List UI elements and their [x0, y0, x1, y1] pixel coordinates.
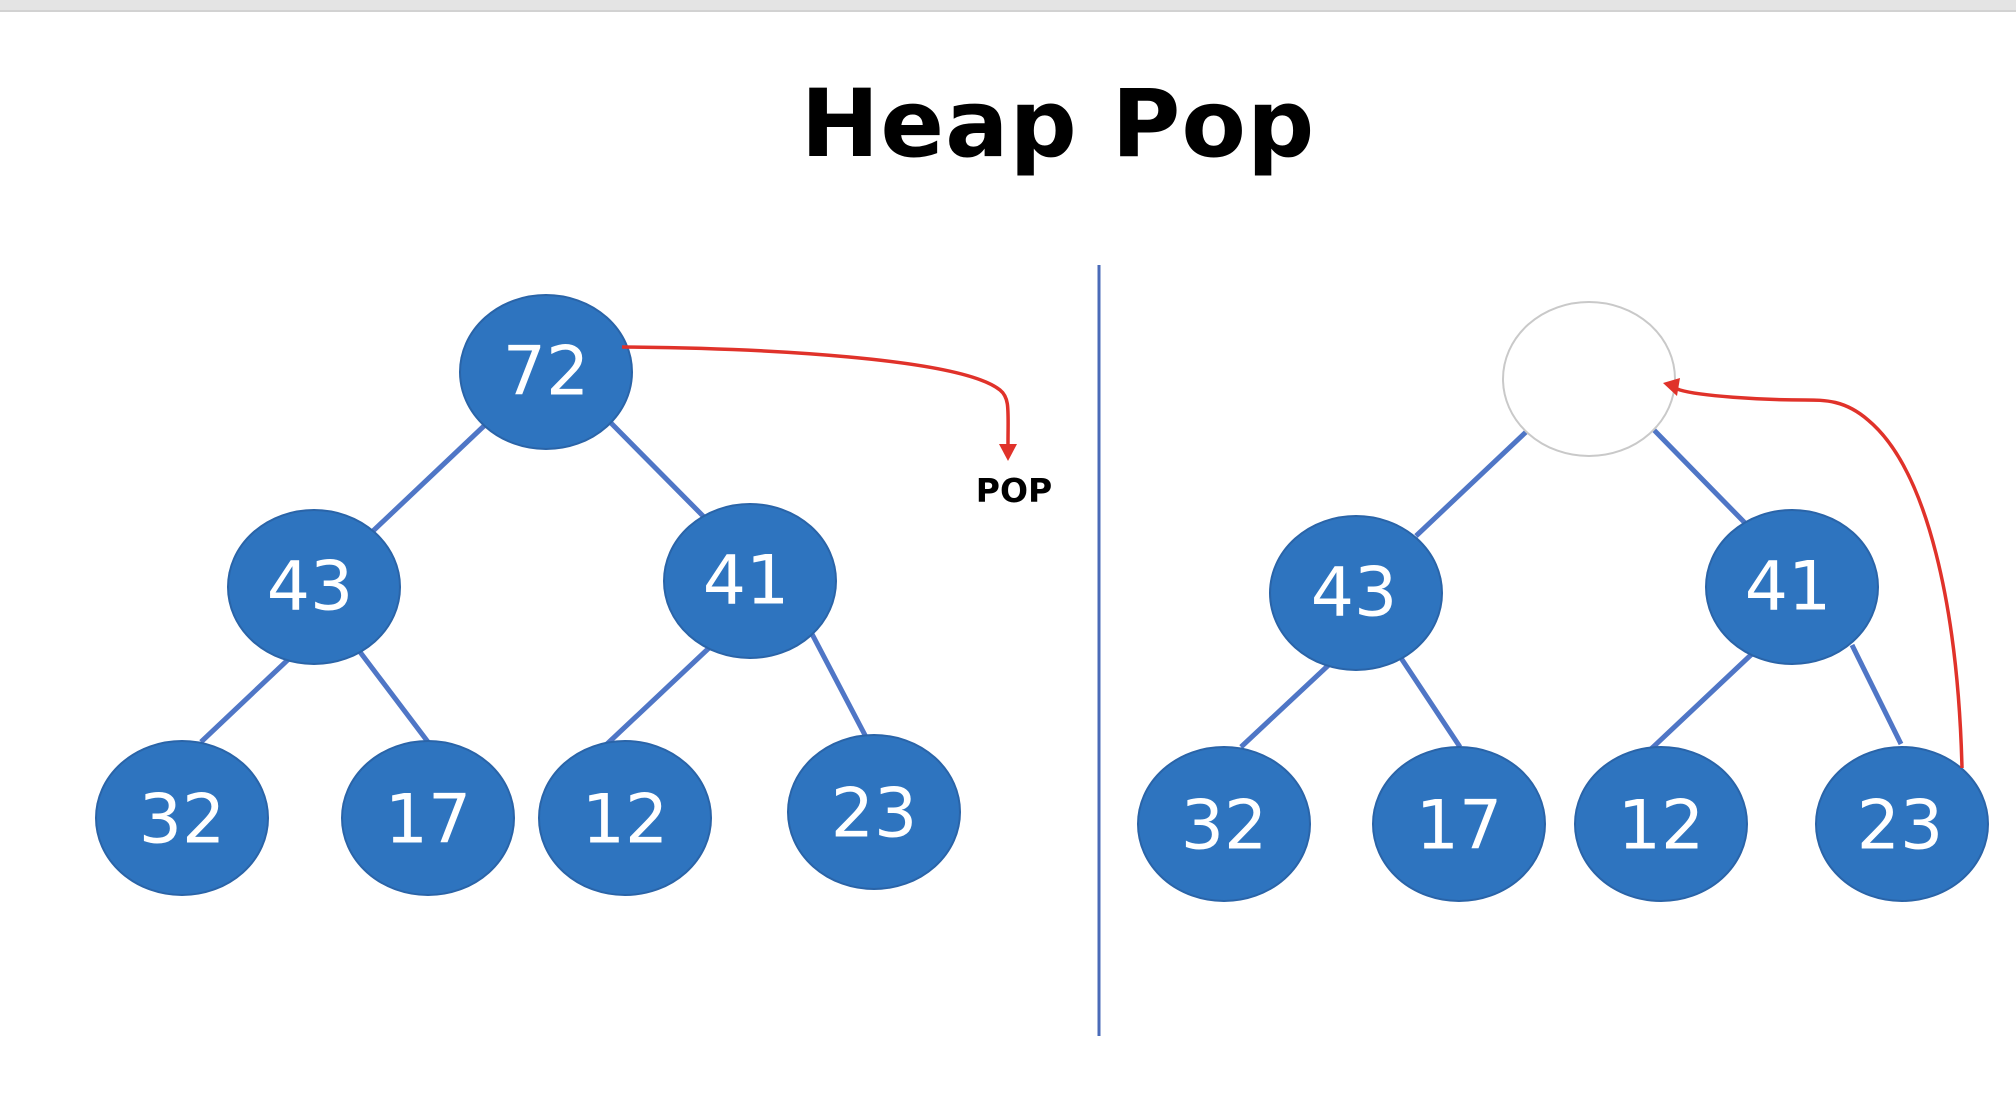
window-top-strip — [0, 0, 2016, 12]
left-node-root: 72 — [459, 294, 633, 450]
right-node-41-value: 41 — [1745, 548, 1832, 627]
move-last-to-root-arrow — [1663, 378, 1964, 769]
right-node-41: 41 — [1705, 509, 1879, 665]
left-node-32: 32 — [95, 740, 269, 896]
left-node-23: 23 — [787, 734, 961, 890]
left-edge-43-32 — [199, 652, 296, 744]
right-edge-43-17 — [1396, 653, 1463, 749]
right-node-17: 17 — [1372, 746, 1546, 902]
left-edge-root-41 — [608, 420, 707, 520]
left-node-41-value: 41 — [703, 542, 790, 621]
pop-arrow — [621, 345, 1017, 461]
right-node-17-value: 17 — [1416, 787, 1503, 866]
left-node-41: 41 — [663, 503, 837, 659]
right-node-32: 32 — [1137, 746, 1311, 902]
left-node-32-value: 32 — [139, 781, 226, 860]
left-edge-root-43 — [371, 423, 487, 533]
left-heap-edges — [199, 420, 869, 746]
left-node-23-value: 23 — [831, 775, 918, 854]
right-heap-edges — [1239, 426, 1904, 751]
left-heap-nodes: 72 43 41 32 17 12 23 — [95, 294, 961, 896]
pop-label: POP — [976, 471, 1052, 510]
right-node-23-value: 23 — [1857, 787, 1944, 866]
left-edge-43-17 — [355, 646, 430, 744]
right-node-43-value: 43 — [1311, 554, 1398, 633]
left-node-12: 12 — [538, 740, 712, 896]
page-title: Heap Pop — [800, 70, 1316, 179]
right-edge-43-32 — [1239, 658, 1336, 749]
right-heap-nodes: 43 41 32 17 12 23 — [1137, 301, 1989, 902]
left-node-43-value: 43 — [267, 548, 354, 627]
right-node-12: 12 — [1574, 746, 1748, 902]
right-edge-41-23 — [1849, 643, 1904, 746]
right-node-12-value: 12 — [1618, 787, 1705, 866]
left-edge-41-23 — [809, 632, 869, 739]
left-edge-41-12 — [605, 645, 712, 746]
left-node-43: 43 — [227, 509, 401, 665]
right-edge-41-12 — [1649, 650, 1756, 751]
right-node-32-value: 32 — [1181, 787, 1268, 866]
right-edge-root-41 — [1650, 426, 1748, 526]
left-node-17: 17 — [341, 740, 515, 896]
left-node-root-value: 72 — [503, 333, 590, 412]
left-node-12-value: 12 — [582, 781, 669, 860]
right-node-root-empty — [1502, 301, 1676, 457]
right-node-43: 43 — [1269, 515, 1443, 671]
right-node-23: 23 — [1815, 746, 1989, 902]
left-node-17-value: 17 — [385, 781, 472, 860]
right-edge-root-43 — [1414, 429, 1529, 538]
